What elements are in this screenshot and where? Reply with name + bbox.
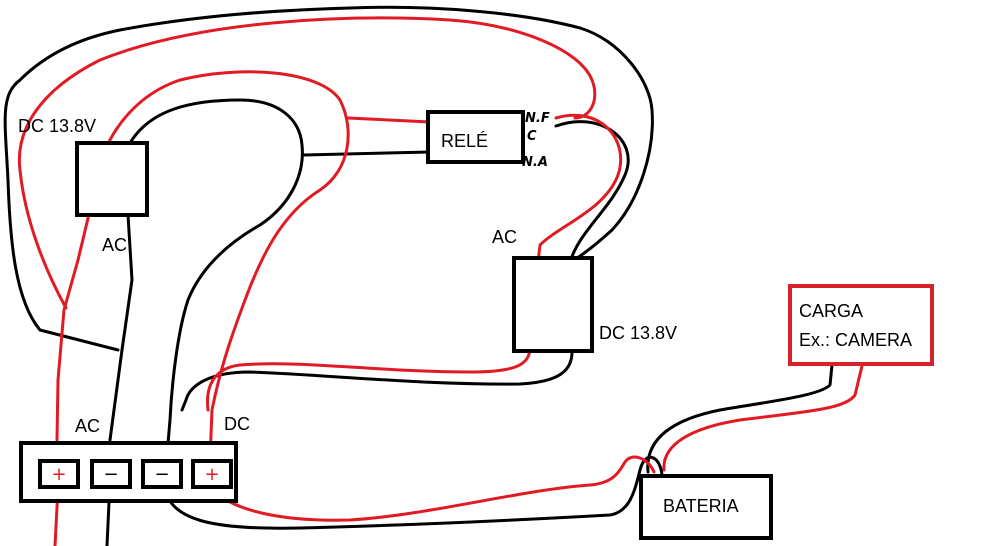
red-wire-relay-nf xyxy=(346,116,432,124)
red-wire-outer-loop xyxy=(17,16,597,310)
red-wire-battery-plus xyxy=(210,455,656,522)
c-label: C xyxy=(527,129,537,144)
black-wire-dc-minus xyxy=(180,350,574,412)
red-wire-inner-loop xyxy=(90,70,350,462)
black-wire-carga xyxy=(646,363,834,474)
battery-label: BATERIA xyxy=(663,496,739,516)
terminal-4-symbol: + xyxy=(204,464,219,485)
black-wire-battery-minus xyxy=(162,456,664,530)
dc-left-label: DC 13.8V xyxy=(18,116,96,136)
terminal-4: + xyxy=(191,459,233,489)
terminal-2-symbol: − xyxy=(103,464,118,485)
terminal-2-box xyxy=(90,459,132,489)
dc-right-label: DC 13.8V xyxy=(599,323,677,343)
red-wire-dc-plus xyxy=(205,348,532,412)
black-wire-relay-link xyxy=(302,150,432,157)
terminal-4-box xyxy=(191,459,233,489)
na-label: N.A xyxy=(522,155,548,170)
relay-label: RELÉ xyxy=(441,131,488,151)
relay-box xyxy=(426,110,525,164)
black-wire-outer-loop xyxy=(3,5,654,352)
terminal-3: − xyxy=(141,459,183,489)
dc-bottom-label: DC xyxy=(224,414,250,434)
left-power-supply-box xyxy=(75,141,149,217)
ac-left-label: AC xyxy=(102,235,127,255)
terminal-1-symbol: + xyxy=(51,464,66,485)
red-wire-carga xyxy=(662,364,864,472)
red-wire-ac-left xyxy=(55,208,92,442)
nf-label: N.F xyxy=(525,111,550,126)
carga-box xyxy=(788,284,934,366)
terminal-3-symbol: − xyxy=(154,464,169,485)
black-wire-ac-left xyxy=(108,213,134,442)
terminal-2: − xyxy=(90,459,132,489)
ac-right-label: AC xyxy=(492,227,517,247)
carga-line2: Ex.: CAMERA xyxy=(799,330,912,350)
terminal-1-box xyxy=(38,459,80,489)
black-wire-c-right xyxy=(554,120,630,264)
black-wire-inner-loop xyxy=(128,98,304,457)
battery-box xyxy=(639,474,773,540)
terminals: + − − + xyxy=(38,459,233,489)
red-wires xyxy=(17,16,864,546)
terminal-3-box xyxy=(141,459,183,489)
red-wire-nf-right xyxy=(536,113,623,264)
ac-bottom-label: AC xyxy=(75,416,100,436)
carga-line1: CARGA xyxy=(799,301,863,321)
terminal-1: + xyxy=(38,459,80,489)
right-power-supply-box xyxy=(512,256,594,353)
